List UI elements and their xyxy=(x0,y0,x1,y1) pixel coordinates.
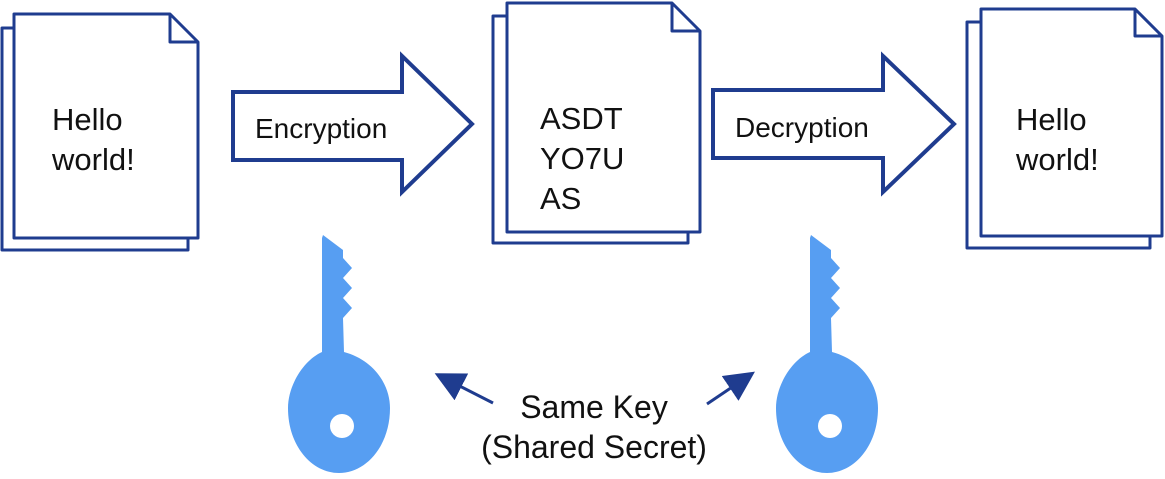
plaintext-line-2: world! xyxy=(52,142,135,177)
right-key-icon xyxy=(776,235,878,473)
left-pointer-arrow xyxy=(434,373,494,405)
plaintext-document-icon xyxy=(0,12,200,252)
caption-line-2: (Shared Secret) xyxy=(481,429,707,465)
ciphertext-line-2: YO7U xyxy=(540,141,625,176)
decrypted-line-1: Hello xyxy=(1016,102,1087,137)
ciphertext-text: ASDT YO7U AS xyxy=(540,99,624,219)
right-pointer-arrow xyxy=(706,371,755,406)
decrypted-document-icon xyxy=(965,7,1164,250)
ciphertext-line-1: ASDT xyxy=(540,101,623,136)
decrypted-line-2: world! xyxy=(1016,142,1099,177)
ciphertext-document-icon xyxy=(491,1,702,245)
plaintext-text: Hello world! xyxy=(52,100,135,180)
decryption-label: Decryption xyxy=(735,112,869,143)
plaintext-line-1: Hello xyxy=(52,102,123,137)
encryption-label: Encryption xyxy=(255,113,388,144)
caption-line-1: Same Key xyxy=(520,389,668,425)
encryption-arrow-icon xyxy=(231,51,475,197)
left-key-icon xyxy=(288,235,390,473)
shared-key-caption: Same Key (Shared Secret) xyxy=(434,387,754,467)
decrypted-text: Hello world! xyxy=(1016,100,1099,180)
ciphertext-line-3: AS xyxy=(540,181,582,216)
decryption-arrow-icon xyxy=(711,51,957,197)
